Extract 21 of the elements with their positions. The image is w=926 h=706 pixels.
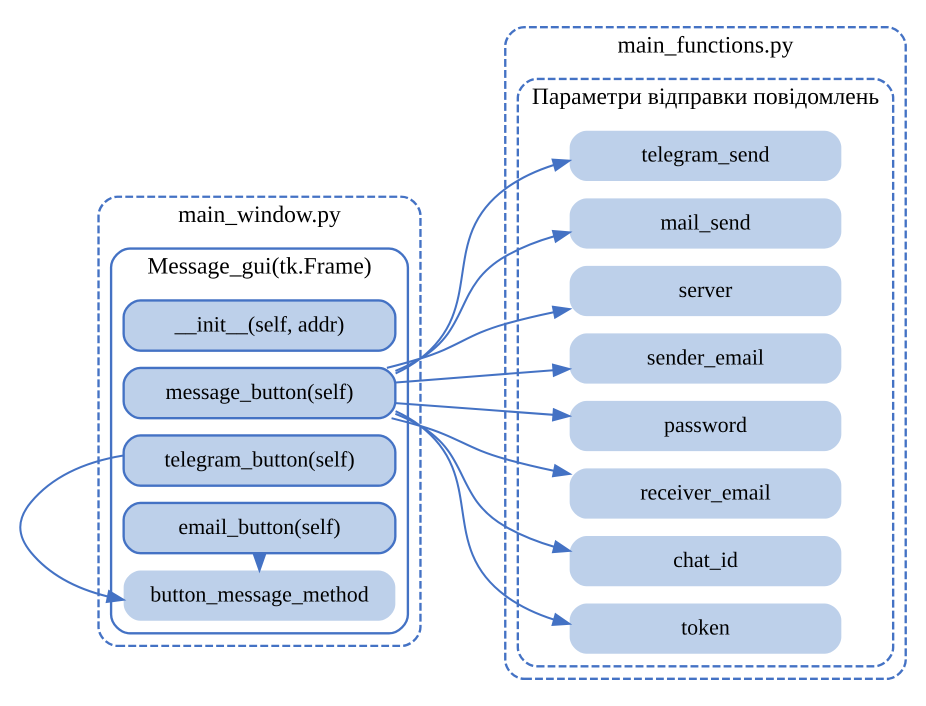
node-box: telegram_button(self) — [122, 434, 396, 487]
node-box: token — [570, 603, 842, 654]
node-box: password — [570, 400, 842, 452]
node-box: message_button(self) — [122, 366, 396, 420]
node-box: receiver_email — [570, 468, 842, 519]
arrow — [395, 230, 573, 372]
node-box: server — [570, 266, 842, 316]
arrow — [391, 417, 573, 478]
arrow — [395, 158, 572, 374]
arrow — [386, 306, 572, 369]
node-box: chat_id — [570, 536, 842, 586]
node-box: mail_send — [570, 198, 842, 249]
node-box: telegram_send — [570, 130, 842, 182]
arrow — [396, 402, 572, 422]
arrow — [19, 454, 126, 604]
arrow — [394, 412, 573, 554]
node-box: sender_email — [570, 333, 842, 384]
node-box: __init__(self, addr) — [122, 299, 396, 352]
arrow — [396, 363, 572, 384]
node-box: button_message_method — [124, 570, 396, 621]
arrow — [395, 410, 572, 626]
